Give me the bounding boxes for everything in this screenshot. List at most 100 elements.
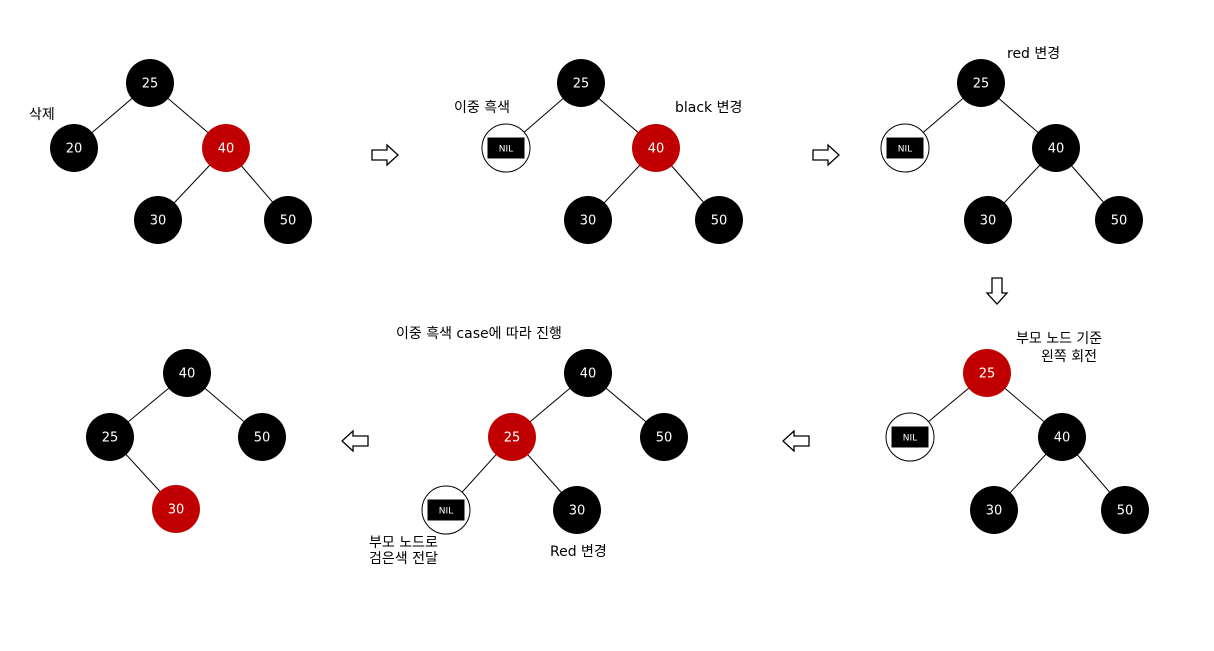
node-label: 40 xyxy=(179,367,196,382)
node-20: 20 xyxy=(50,124,98,172)
node-30: 30 xyxy=(970,486,1018,534)
node-circle xyxy=(1095,196,1143,244)
nil-label: NIL xyxy=(499,145,513,155)
node-circle xyxy=(964,196,1012,244)
node-circle xyxy=(1038,413,1086,461)
node-label: 25 xyxy=(573,77,590,92)
node-25: 25 xyxy=(488,413,536,461)
node-label: 30 xyxy=(150,214,167,229)
node-label: 40 xyxy=(580,367,597,382)
nil-label: NIL xyxy=(439,507,453,517)
arrow-down-icon xyxy=(985,277,1009,305)
node-50: 50 xyxy=(640,413,688,461)
node-40: 40 xyxy=(1038,413,1086,461)
node-30: 30 xyxy=(564,196,612,244)
node-25: 25 xyxy=(126,59,174,107)
nil-box xyxy=(885,136,925,160)
tree-step6: 40 25 50 30 xyxy=(86,349,286,533)
node-label: 50 xyxy=(656,431,673,446)
node-30: 30 xyxy=(964,196,1012,244)
node-circle xyxy=(264,196,312,244)
nil-node: NIL xyxy=(880,123,930,173)
node-40: 40 xyxy=(163,349,211,397)
node-40: 40 xyxy=(202,124,250,172)
note-red-change: red 변경 xyxy=(1007,46,1060,62)
node-circle xyxy=(1032,124,1080,172)
nil-node: NIL xyxy=(481,123,531,173)
node-label: 25 xyxy=(973,77,990,92)
note-rotate-1: 부모 노드 기준 xyxy=(1016,331,1102,347)
node-50: 50 xyxy=(1095,196,1143,244)
nil-box xyxy=(890,425,930,449)
node-circle xyxy=(695,196,743,244)
node-circle xyxy=(126,59,174,107)
node-40: 40 xyxy=(1032,124,1080,172)
note-black-change: black 변경 xyxy=(675,100,742,116)
node-label: 50 xyxy=(1111,214,1128,229)
arrow-left-icon xyxy=(341,429,369,453)
note-rotate-2: 왼쪽 회전 xyxy=(1041,349,1097,365)
node-label: 50 xyxy=(1117,504,1134,519)
arrow-left-icon xyxy=(782,429,810,453)
node-circle xyxy=(50,124,98,172)
node-30: 30 xyxy=(152,485,200,533)
nil-label: NIL xyxy=(898,145,912,155)
nil-box xyxy=(426,498,466,522)
note-double-black: 이중 흑색 xyxy=(454,99,510,116)
node-circle xyxy=(632,124,680,172)
node-label: 30 xyxy=(580,214,597,229)
node-label: 40 xyxy=(218,142,235,157)
node-circle xyxy=(564,196,612,244)
node-circle xyxy=(553,486,601,534)
node-circle xyxy=(957,59,1005,107)
node-circle xyxy=(86,413,134,461)
node-label: 20 xyxy=(66,142,83,157)
node-label: 30 xyxy=(986,504,1003,519)
note-delete: 삭제 xyxy=(29,107,55,123)
node-25: 25 xyxy=(963,349,1011,397)
node-40: 40 xyxy=(564,349,612,397)
node-30: 30 xyxy=(553,486,601,534)
node-label: 30 xyxy=(569,504,586,519)
node-circle xyxy=(163,349,211,397)
node-label: 50 xyxy=(711,214,728,229)
arrow-right-icon xyxy=(812,143,840,167)
node-circle xyxy=(202,124,250,172)
arrow-right-icon xyxy=(371,143,399,167)
node-label: 50 xyxy=(254,431,271,446)
node-circle xyxy=(557,59,605,107)
node-label: 25 xyxy=(142,77,159,92)
node-circle xyxy=(564,349,612,397)
node-50: 50 xyxy=(264,196,312,244)
nil-node: NIL xyxy=(885,412,935,462)
node-30: 30 xyxy=(134,196,182,244)
node-25: 25 xyxy=(557,59,605,107)
node-label: 50 xyxy=(280,214,297,229)
node-circle xyxy=(238,413,286,461)
node-circle xyxy=(134,196,182,244)
node-label: 40 xyxy=(1048,142,1065,157)
node-circle xyxy=(488,413,536,461)
node-circle xyxy=(1101,486,1149,534)
note-parent-pass-2: 검은색 전달 xyxy=(369,551,438,567)
note-red-change: Red 변경 xyxy=(550,544,607,560)
node-label: 30 xyxy=(168,503,185,518)
nil-label: NIL xyxy=(903,434,917,444)
node-50: 50 xyxy=(238,413,286,461)
node-25: 25 xyxy=(957,59,1005,107)
node-50: 50 xyxy=(695,196,743,244)
node-circle xyxy=(152,485,200,533)
note-case-proceed: 이중 흑색 case에 따라 진행 xyxy=(396,325,562,342)
node-circle xyxy=(963,349,1011,397)
node-40: 40 xyxy=(632,124,680,172)
node-label: 40 xyxy=(1054,431,1071,446)
node-50: 50 xyxy=(1101,486,1149,534)
node-label: 40 xyxy=(648,142,665,157)
tree-step1: 25 20 40 30 50 삭제 xyxy=(29,59,312,244)
node-label: 25 xyxy=(102,431,119,446)
